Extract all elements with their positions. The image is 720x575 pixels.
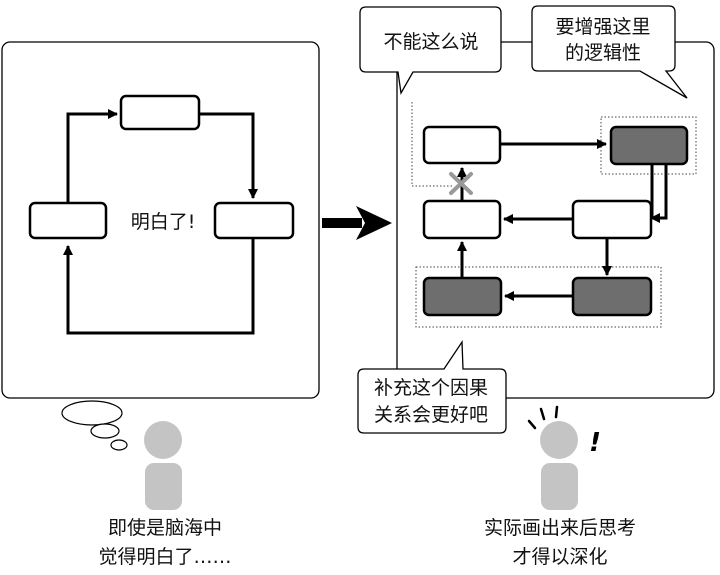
bubble-bottom-text-2: 关系会更好吧 xyxy=(374,404,488,426)
arrow-left-to-top xyxy=(66,109,118,203)
bubble-bottom-text-1: 补充这个因果 xyxy=(374,377,488,399)
dotted-connector xyxy=(411,102,452,187)
caption-right: 实际画出来后思考 才得以深化 xyxy=(440,514,680,572)
arrow-top-to-right xyxy=(200,112,258,199)
person-left-icon xyxy=(144,421,182,510)
caption-left-line-1: 即使是脑海中 xyxy=(107,517,222,539)
exclamation-mark: ! xyxy=(589,428,601,458)
caption-left-line-2: 觉得明白了…… xyxy=(98,546,232,568)
r-box-mid-left xyxy=(422,199,502,240)
emphasis-lines xyxy=(527,405,559,430)
bubble-bottom-frame xyxy=(357,339,507,434)
transition-arrow xyxy=(322,206,392,240)
bubble-top-left-text: 不能这么说 xyxy=(383,31,478,53)
r-box-mid-right xyxy=(571,199,653,240)
caption-left: 即使是脑海中 觉得明白了…… xyxy=(60,514,270,572)
thought-bubbles xyxy=(61,400,128,451)
r-box-top-right xyxy=(609,125,689,166)
caption-right-line-1: 实际画出来后思考 xyxy=(483,517,636,539)
bubble-top-right-text-1: 要增强这里 xyxy=(555,16,650,38)
left-loop-arrows xyxy=(63,109,258,335)
r-box-top-left xyxy=(422,125,502,165)
r-box-bottom-right xyxy=(571,276,653,317)
arrow-r-tr-to-mr-tip xyxy=(650,164,668,223)
left-box-top xyxy=(119,94,201,131)
person-right-icon xyxy=(540,421,578,510)
cross-mark-icon xyxy=(449,172,473,195)
group-bottom-dotted xyxy=(415,266,662,328)
arrow-right-to-left xyxy=(63,238,255,335)
group-top-right-dotted xyxy=(600,116,697,175)
left-panel-frame xyxy=(1,41,320,399)
left-box-right xyxy=(213,201,295,240)
bubble-top-right-frame xyxy=(531,5,688,99)
left-center-text: 明白了! xyxy=(131,211,196,233)
r-box-bottom-left xyxy=(422,276,503,317)
bubble-top-right-text-2: 的逻辑性 xyxy=(565,42,641,64)
left-box-left xyxy=(28,201,108,240)
bubble-top-left-frame xyxy=(359,6,502,95)
caption-right-line-2: 才得以深化 xyxy=(512,546,608,568)
